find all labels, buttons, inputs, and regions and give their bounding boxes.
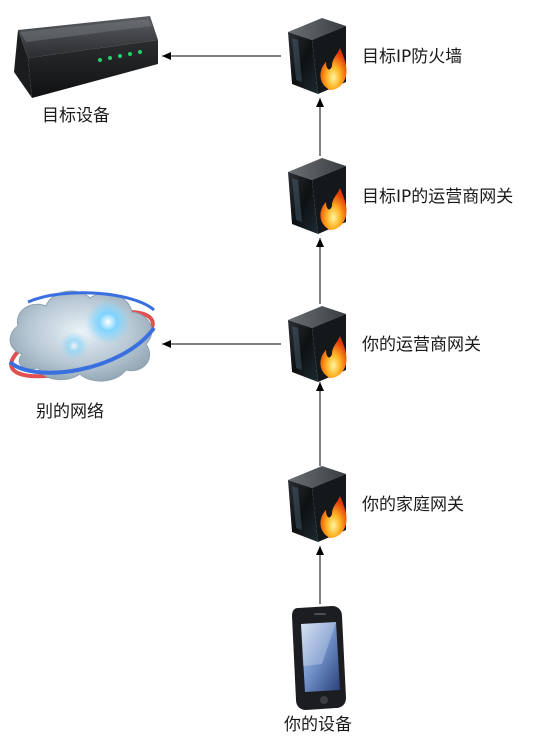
router-icon [14,16,158,98]
cloud-network-icon [8,290,156,382]
firewall-icon [288,306,347,382]
other-network-label: 别的网络 [36,402,104,422]
firewall-icon [288,158,347,234]
your-device-label: 你的设备 [284,715,352,735]
target-isp-gateway-label: 目标IP的运营商网关 [362,187,514,207]
home-gateway-label: 你的家庭网关 [362,495,464,515]
firewall-icon [288,18,347,94]
firewall-icon [288,466,347,542]
connectors [162,52,324,604]
smartphone-icon [292,606,346,710]
target-firewall-label: 目标IP防火墙 [362,47,463,67]
target-device-label: 目标设备 [42,106,110,126]
your-isp-gateway-label: 你的运营商网关 [362,335,481,355]
